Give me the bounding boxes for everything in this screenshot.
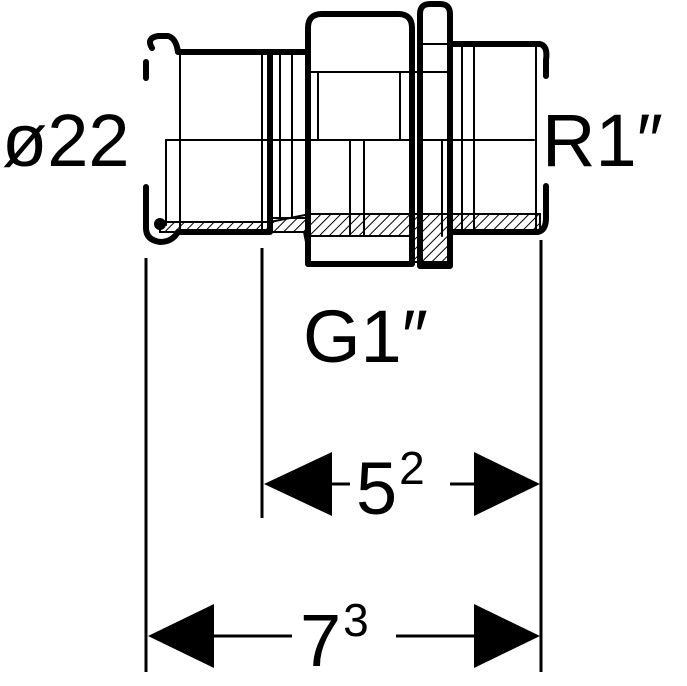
seal-ring (154, 218, 166, 230)
section-hatch (159, 213, 541, 263)
union-nut (305, 11, 415, 267)
arrowhead-right (474, 452, 540, 516)
arrowhead-left (264, 452, 332, 516)
overall-dimension-value: 73 (300, 597, 369, 678)
dimension-line-inner (264, 452, 540, 516)
arrowhead-left (148, 604, 214, 668)
inner-dimension-sup: 2 (399, 442, 425, 494)
dimension-line-overall (148, 604, 540, 668)
inner-dimension-value: 52 (356, 445, 425, 526)
arrowhead-right (474, 604, 540, 668)
threaded-end (447, 41, 550, 235)
outer-diameter-label: ø22 (2, 99, 130, 182)
press-end-body (143, 33, 273, 245)
overall-dimension-main: 7 (300, 599, 342, 682)
overall-dimension-sup: 3 (343, 594, 369, 646)
inner-dimension-main: 5 (356, 447, 398, 530)
extension-lines (144, 240, 543, 672)
union-tailpiece (267, 49, 311, 219)
union-thread-label: G1″ (303, 295, 428, 378)
pipe-thread-label: R1″ (542, 99, 663, 182)
